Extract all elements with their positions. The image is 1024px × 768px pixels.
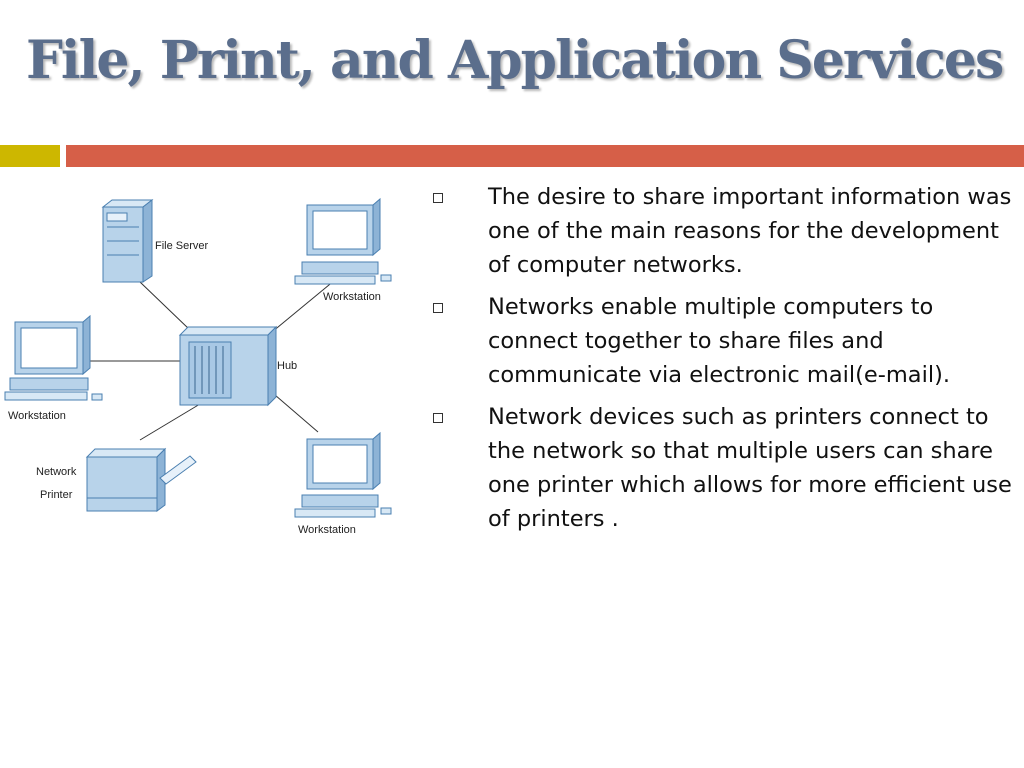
workstation-top-right-icon [294,197,392,285]
workstation-bottom-right-icon [294,431,392,518]
accent-bar-left [0,145,60,167]
accent-bar-right [66,145,1024,167]
file-server-label: File Server [155,240,209,252]
workstation-left-icon [4,314,103,401]
bullet-item: Networks enable multiple computers to co… [428,290,1018,392]
hub-label: Hub [277,360,297,372]
network-printer-icon [85,447,197,512]
square-bullet-icon [433,193,443,203]
square-bullet-icon [433,303,443,313]
bullet-text: Network devices such as printers connect… [488,404,1012,532]
bullet-list: The desire to share important informatio… [428,180,1018,544]
square-bullet-icon [433,413,443,423]
bullet-text: Networks enable multiple computers to co… [488,294,950,388]
hub-icon [178,325,278,407]
printer-label-line2: Printer [40,489,73,501]
workstation-bottom-right-label: Workstation [298,524,356,536]
slide-title: File, Print, and Application Services [26,30,1004,91]
network-diagram: File Server Hub Workstation Workstation [4,197,392,536]
workstation-left-label: Workstation [8,410,66,422]
bullet-item: Network devices such as printers connect… [428,400,1018,536]
file-server-icon [101,198,154,283]
bullet-item: The desire to share important informatio… [428,180,1018,282]
printer-label-line1: Network [36,466,77,478]
bullet-text: The desire to share important informatio… [488,184,1012,278]
workstation-top-right-label: Workstation [323,291,381,303]
connection-lines [90,279,336,441]
